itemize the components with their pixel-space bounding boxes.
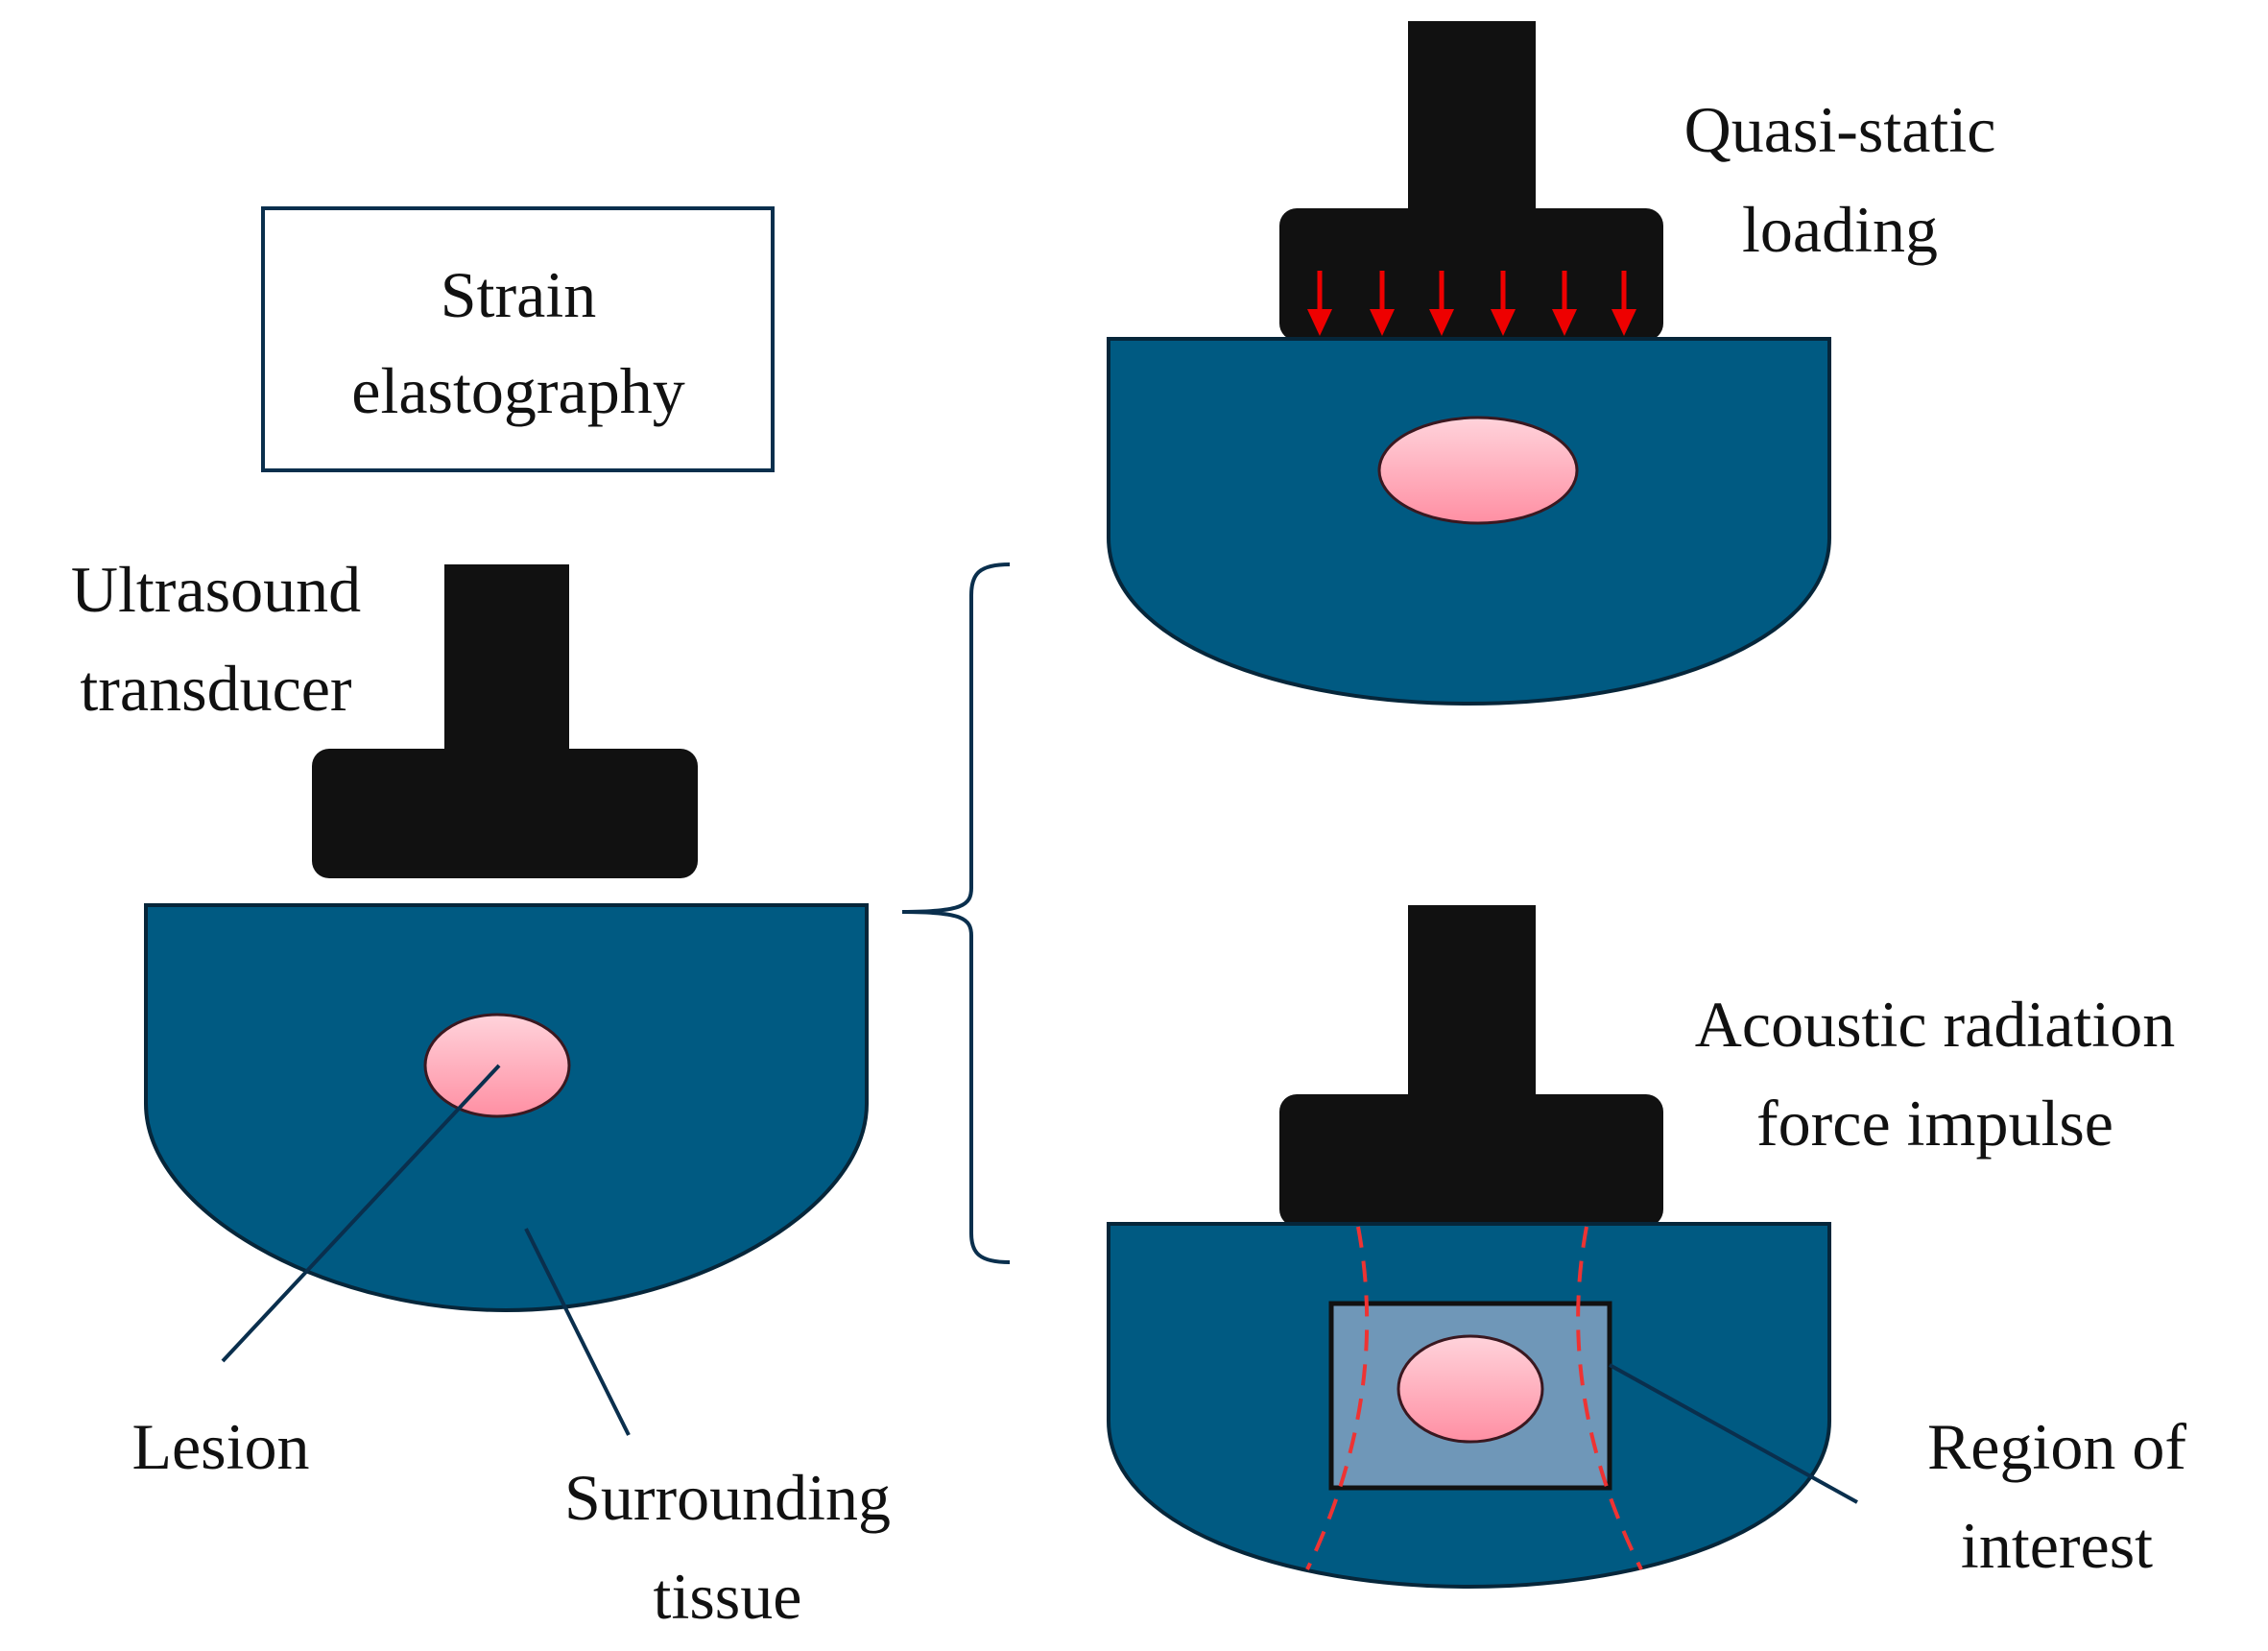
down-arrow-icon <box>1552 271 1577 336</box>
down-arrow-icon <box>1429 271 1454 336</box>
beam-edge-right <box>1576 1226 1643 1570</box>
tissue-label-line-1: Surrounding <box>564 1461 891 1534</box>
lesion-label: Lesion <box>131 1410 309 1483</box>
transducer-probe-icon <box>1279 21 1663 341</box>
down-arrow-icon <box>1611 271 1636 336</box>
beam-edge-left <box>1305 1226 1370 1570</box>
left-probe-assembly <box>144 564 869 1436</box>
arfi-label-line-1: Acoustic radiation <box>1695 988 2175 1061</box>
transducer-probe-icon <box>312 564 698 878</box>
down-arrow-icon <box>1307 271 1332 336</box>
title-box: Strain elastography <box>261 206 775 472</box>
transducer-label-line-2: transducer <box>80 652 352 725</box>
roi-leader-line <box>1609 1363 1858 1504</box>
tissue-label-line-2: tissue <box>654 1560 802 1633</box>
arfi-assembly <box>1107 905 1858 1590</box>
quasi-static-assembly <box>1107 21 1831 706</box>
quasi-static-label-line-1: Quasi-static <box>1684 93 1996 166</box>
transducer-label-line-1: Ultrasound <box>71 553 361 626</box>
curly-bracket <box>901 562 1011 1264</box>
lesion-leader-line <box>221 1064 501 1363</box>
transducer-probe-icon <box>1279 905 1663 1227</box>
tissue-leader-line <box>524 1228 631 1436</box>
roi-label-line-2: interest <box>1961 1509 2153 1582</box>
title-line-2: elastography <box>351 354 684 427</box>
loading-arrows <box>1307 271 1636 336</box>
quasi-static-label-line-2: loading <box>1742 193 1938 266</box>
arfi-label-line-2: force impulse <box>1756 1087 2113 1160</box>
roi-label-line-1: Region of <box>1927 1410 2186 1483</box>
title-box-frame <box>261 206 775 472</box>
title-line-1: Strain <box>441 258 596 331</box>
lesion-ellipse-icon <box>1397 1334 1544 1444</box>
down-arrow-icon <box>1491 271 1516 336</box>
lesion-ellipse-icon <box>1377 416 1579 525</box>
down-arrow-icon <box>1370 271 1395 336</box>
